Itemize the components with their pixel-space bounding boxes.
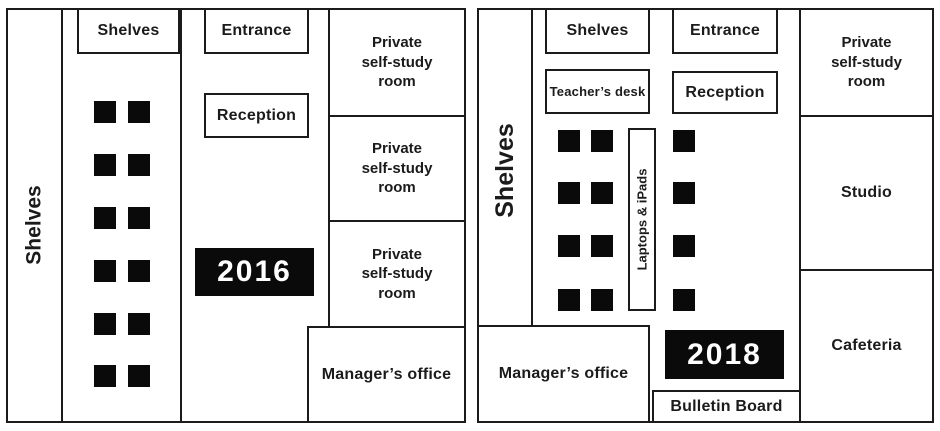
desk: [558, 289, 580, 311]
entrance-box-2018: Entrance: [672, 10, 778, 54]
studio-room-2018: Studio: [801, 117, 932, 269]
private-room-1-2016: Private self-study room: [330, 10, 464, 115]
desk: [128, 313, 150, 335]
desk: [128, 365, 150, 387]
side-shelves-label-2016: Shelves: [22, 185, 46, 265]
year-badge-2018: 2018: [665, 330, 784, 379]
wall-privaterooms-2016: [328, 10, 330, 326]
laptops-ipads-box: Laptops & iPads: [628, 128, 656, 311]
wall-shelfstrip-2018: [531, 10, 533, 325]
floorplan-2016-panel: Shelves Shelves Entrance Reception 2016: [6, 8, 466, 423]
year-label-2016: 2016: [217, 255, 292, 288]
cafeteria-label-2018: Cafeteria: [831, 337, 902, 354]
desk: [591, 130, 613, 152]
side-shelves-area-2018: Shelves: [479, 85, 531, 255]
desk: [94, 101, 116, 123]
private-room-3-label-2016: Private self-study room: [361, 245, 433, 302]
wall-room-divider-1-2018: [799, 115, 932, 117]
desk: [558, 235, 580, 257]
private-room-label-2018: Private self-study room: [831, 34, 902, 91]
desk: [673, 182, 695, 204]
floorplan-2018-panel: Shelves Shelves Teacher’s desk Entrance …: [477, 8, 934, 423]
desk: [673, 235, 695, 257]
desk: [94, 365, 116, 387]
studio-label-2018: Studio: [841, 184, 892, 201]
cafeteria-room-2018: Cafeteria: [801, 271, 932, 421]
year-label-2018: 2018: [687, 337, 762, 371]
managers-office-label-2018: Manager’s office: [498, 365, 629, 382]
reception-box-2016: Reception: [204, 93, 309, 138]
desk: [94, 207, 116, 229]
wall-room-divider-2-2018: [799, 269, 932, 271]
reception-label-2016: Reception: [216, 106, 297, 124]
managers-office-2018: Manager’s office: [479, 325, 650, 421]
top-shelves-label-2018: Shelves: [566, 22, 629, 39]
wall-deskarea-2016: [180, 10, 182, 421]
laptops-ipads-label: Laptops & iPads: [634, 168, 650, 271]
desk: [94, 260, 116, 282]
teachers-desk-box-2018: Teacher’s desk: [545, 69, 650, 114]
top-shelves-box-2016: Shelves: [77, 10, 180, 54]
desk: [591, 289, 613, 311]
desk: [128, 154, 150, 176]
desk: [94, 313, 116, 335]
wall-rightrooms-2018: [799, 10, 801, 421]
desk: [128, 101, 150, 123]
bulletin-board-label-2018: Bulletin Board: [670, 397, 783, 415]
teachers-desk-label-2018: Teacher’s desk: [549, 84, 646, 99]
top-shelves-label-2016: Shelves: [97, 22, 160, 39]
desk: [128, 207, 150, 229]
year-badge-2016: 2016: [195, 248, 314, 296]
desk: [673, 289, 695, 311]
side-shelves-label-2018: Shelves: [490, 122, 519, 218]
private-room-1-label-2016: Private self-study room: [361, 34, 433, 91]
top-shelves-box-2018: Shelves: [545, 10, 650, 54]
entrance-label-2016: Entrance: [221, 22, 292, 39]
private-room-2-label-2016: Private self-study room: [361, 140, 433, 197]
desk: [128, 260, 150, 282]
desk: [558, 130, 580, 152]
desk: [558, 182, 580, 204]
reception-label-2018: Reception: [685, 83, 765, 101]
private-room-2-2016: Private self-study room: [330, 117, 464, 220]
wall-room-divider-2-2016: [328, 220, 464, 222]
managers-office-2016: Manager’s office: [307, 326, 464, 421]
desk: [591, 182, 613, 204]
private-room-3-2016: Private self-study room: [330, 222, 464, 326]
private-room-2018: Private self-study room: [801, 10, 932, 115]
managers-office-label-2016: Manager’s office: [321, 365, 452, 383]
wall-room-divider-1-2016: [328, 115, 464, 117]
bulletin-board-2018: Bulletin Board: [652, 390, 801, 421]
entrance-box-2016: Entrance: [204, 10, 309, 54]
entrance-label-2018: Entrance: [689, 22, 761, 39]
reception-box-2018: Reception: [672, 71, 778, 114]
desk: [591, 235, 613, 257]
side-shelves-area-2016: Shelves: [8, 140, 61, 310]
desk: [94, 154, 116, 176]
desk: [673, 130, 695, 152]
wall-shelfstrip-2016: [61, 10, 63, 421]
